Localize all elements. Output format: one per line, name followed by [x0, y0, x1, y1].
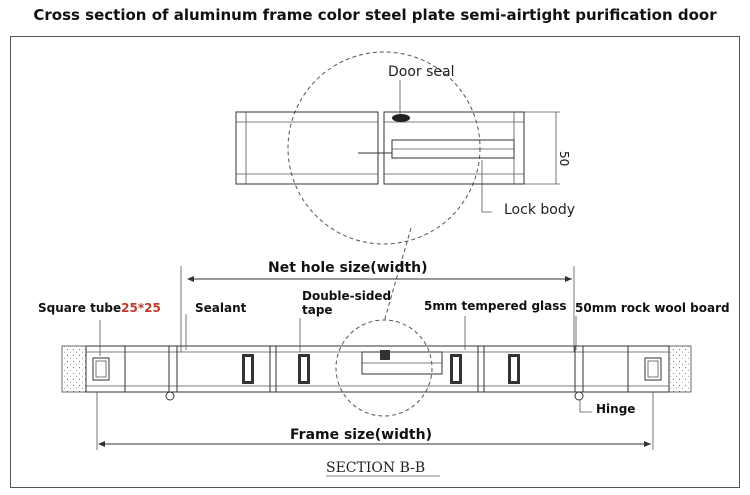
leader-lines	[99, 314, 592, 413]
hinge-label: Hinge	[596, 402, 635, 416]
frame-size-dimension	[96, 392, 654, 450]
door-seal-label: Door seal	[388, 64, 455, 80]
hinge-left	[165, 391, 175, 401]
double-sided-label-line1: Double-sided	[302, 289, 391, 303]
double-sided-label-line2: tape	[302, 303, 333, 317]
tempered-glass-label: 5mm tempered glass	[424, 299, 567, 313]
detail-view	[235, 51, 560, 323]
square-tube-left	[92, 357, 110, 381]
right-wall	[668, 345, 692, 393]
net-hole-dimension	[180, 266, 575, 352]
drawing-border	[10, 36, 740, 488]
section-caption: SECTION B-B	[326, 460, 425, 476]
lock-body-label: Lock body	[504, 202, 575, 218]
square-tube-label: Square tube25*25	[38, 301, 161, 315]
net-hole-label: Net hole size(width)	[268, 260, 428, 276]
sealant-label: Sealant	[195, 301, 247, 315]
detail-left-profile	[235, 111, 379, 185]
main-section	[61, 319, 692, 417]
thickness-label: 50	[557, 151, 571, 166]
square-tube-right	[644, 357, 662, 381]
hinge-right	[574, 391, 584, 401]
rock-wool-label: 50mm rock wool board	[575, 301, 730, 315]
left-wall	[61, 345, 87, 393]
detail-circle	[287, 51, 481, 245]
door-seal-shape	[392, 114, 410, 122]
door-panel	[85, 345, 670, 393]
detail-door-leaf	[383, 111, 525, 185]
frame-size-label: Frame size(width)	[290, 427, 432, 443]
diagram-title: Cross section of aluminum frame color st…	[33, 6, 717, 24]
